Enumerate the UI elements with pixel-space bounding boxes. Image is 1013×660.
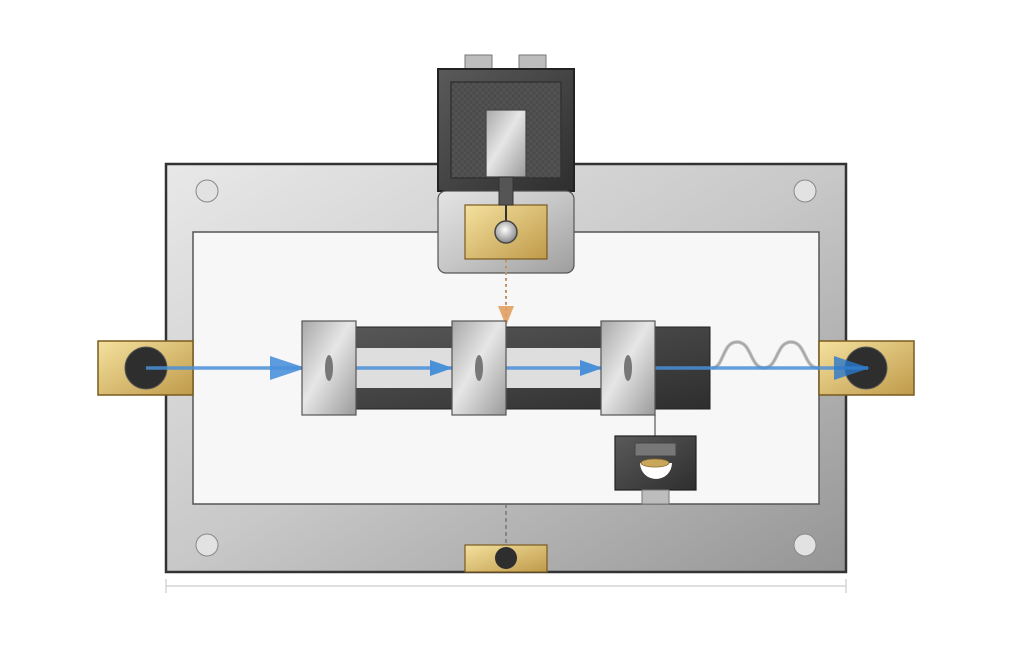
screw-hole-icon — [195, 179, 219, 203]
drain-port — [464, 544, 548, 573]
terminal-pin — [464, 54, 493, 70]
dimension-line — [165, 579, 847, 593]
flow-arrow-icon — [270, 356, 306, 380]
temperature-sensor — [614, 435, 697, 505]
valve-ball — [494, 220, 518, 244]
screw-hole-icon — [195, 533, 219, 557]
valve-mount — [437, 176, 575, 274]
solenoid-actuator — [437, 54, 575, 192]
actuation-signal — [498, 260, 514, 326]
flow-arrow-icon — [430, 360, 453, 376]
terminal-pin — [518, 54, 547, 70]
screw-hole-icon — [793, 179, 817, 203]
flow-path — [146, 356, 870, 380]
sensor-leg — [641, 489, 670, 505]
plunger — [485, 109, 527, 178]
valve-block — [451, 320, 507, 416]
flow-arrow-icon — [834, 356, 870, 380]
signal-arrow-icon — [498, 306, 514, 326]
valve-block — [301, 320, 357, 416]
plunger-stem — [498, 176, 514, 206]
valve-block — [600, 320, 656, 416]
screw-hole-icon — [793, 533, 817, 557]
flow-arrow-icon — [580, 360, 603, 376]
